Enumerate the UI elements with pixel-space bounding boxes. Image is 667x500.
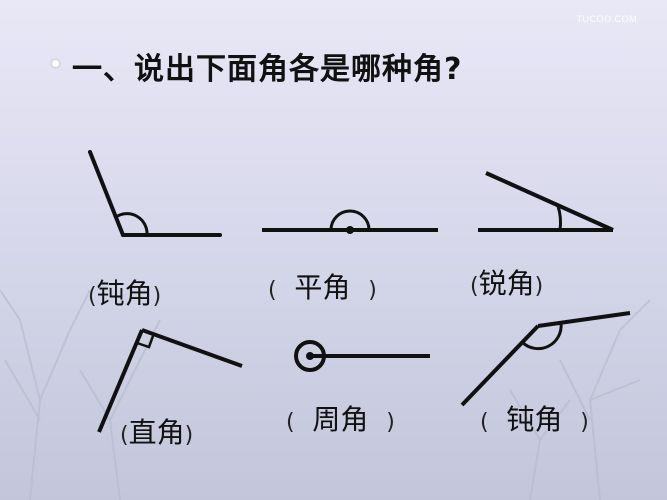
answer-text: 直角 xyxy=(128,416,185,449)
paren-close: ) xyxy=(386,410,395,435)
slide-title: 一、说出下面角各是哪种角? xyxy=(72,52,463,87)
label-straight: ( 平角 ) xyxy=(268,266,377,306)
angle-acute-figure xyxy=(478,171,614,232)
answer-text: 钝角 xyxy=(96,277,153,310)
label-acute: (锐角) xyxy=(470,262,543,302)
angle-right-figure xyxy=(97,328,243,433)
paren-open: ( xyxy=(268,278,277,303)
paren-close: ) xyxy=(152,284,162,309)
label-right: (直角) xyxy=(120,411,193,451)
answer-text: 钝角 xyxy=(506,403,563,436)
label-obtuse: (钝角) xyxy=(88,272,161,312)
watermark: TUCOO.COM xyxy=(576,14,637,24)
background-trees xyxy=(0,289,651,500)
angle-obtuse-2-figure xyxy=(460,311,631,407)
angle-straight-figure xyxy=(262,209,438,234)
paren-close: ) xyxy=(580,410,589,435)
paren-close: ) xyxy=(368,278,377,303)
paren-close: ) xyxy=(534,274,544,299)
angle-full-figure xyxy=(294,340,430,372)
title-bullet xyxy=(52,60,59,67)
answer-text: 锐角 xyxy=(478,267,535,300)
paren-open: ( xyxy=(470,274,479,299)
answer-text: 周角 xyxy=(312,403,369,436)
angle-obtuse-figure xyxy=(88,150,222,237)
paren-open: ( xyxy=(286,410,295,435)
label-full: ( 周角 ) xyxy=(286,398,395,438)
paren-open: ( xyxy=(120,423,129,448)
paren-close: ) xyxy=(184,423,194,448)
label-obtuse-2: ( 钝角 ) xyxy=(480,398,589,438)
paren-open: ( xyxy=(480,410,489,435)
paren-open: ( xyxy=(88,284,97,309)
answer-text: 平角 xyxy=(294,271,351,304)
